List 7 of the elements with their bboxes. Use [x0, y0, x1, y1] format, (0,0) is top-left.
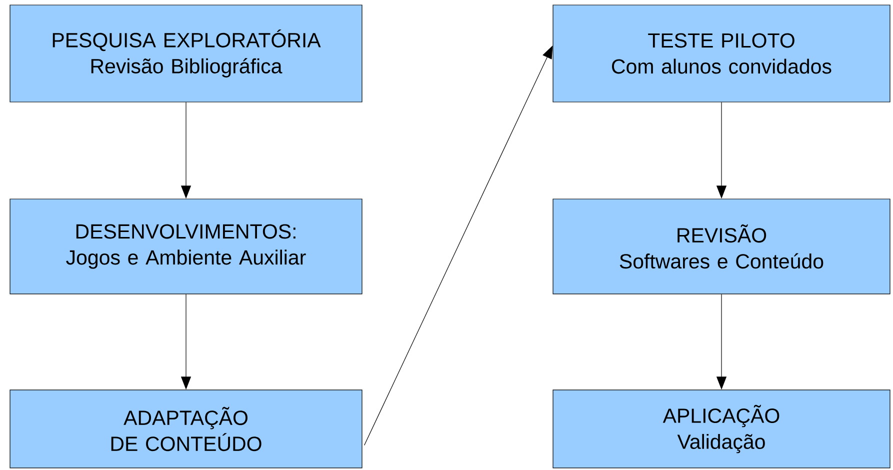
process-box: APLICAÇÃO Validação: [552, 390, 890, 468]
process-box: ADAPTAÇÃO DE CONTEÚDO: [10, 390, 362, 468]
process-box: PESQUISA EXPLORATÓRIA Revisão Bibliográfica: [10, 4, 362, 102]
process-box: TESTE PILOTO Com alunos convidados: [552, 4, 890, 102]
arrow: [364, 46, 553, 446]
process-box: REVISÃO Softwares e Conteúdo: [552, 198, 890, 294]
process-box: DESENVOLVIMENTOS: Jogos e Ambiente Auxiliar: [10, 198, 362, 294]
